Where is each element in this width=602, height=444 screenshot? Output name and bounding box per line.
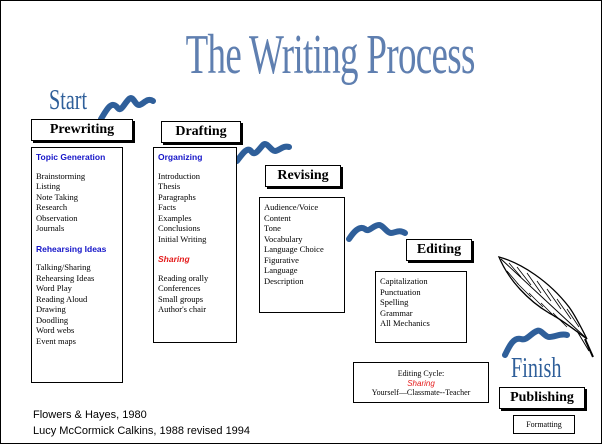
heading-topic-generation: Topic Generation [36, 152, 106, 162]
stage-editing: Editing [406, 239, 472, 261]
list-item: Punctuation [380, 286, 421, 297]
page-title: The Writing Process [185, 24, 476, 86]
editing-box: Capitalization Punctuation Spelling Gram… [375, 271, 467, 343]
list-item: Doodling [36, 314, 69, 325]
list-item: Facts [158, 202, 176, 212]
list-item: Talking/Sharing [36, 262, 91, 272]
publishing-formatting-box: Formatting [513, 415, 575, 434]
list-item: Thesis [158, 181, 181, 191]
list-item: Tone [264, 223, 281, 233]
list-item: Conferences [158, 283, 201, 293]
squiggle-arrow-icon [98, 95, 156, 122]
squiggle-arrow-icon [346, 221, 408, 242]
squiggle-arrow-icon [502, 327, 570, 358]
credit-line-1: Flowers & Hayes, 1980 [33, 409, 147, 421]
list-item: Small groups [158, 293, 204, 304]
revising-box: Audience/Voice Content Tone Vocabulary L… [259, 197, 345, 313]
stage-drafting: Drafting [161, 121, 241, 143]
list-item: Audience/Voice [264, 202, 319, 212]
list-item: Spelling [380, 297, 409, 307]
credit-line-2: Lucy McCormick Calkins, 1988 revised 199… [33, 425, 251, 437]
heading-rehearsing-ideas: Rehearsing Ideas [36, 243, 107, 254]
list-item: All Mechanics [380, 318, 430, 328]
list-item: Observation [36, 212, 78, 223]
list-item: Drawing [36, 304, 66, 314]
heading-organizing: Organizing [158, 152, 203, 162]
list-item: Conclusions [158, 223, 201, 233]
editing-cycle-box: Editing Cycle: Sharing Yourself—Classmat… [353, 362, 489, 403]
start-label: Start [49, 85, 88, 116]
list-item: Language Choice [264, 244, 324, 254]
list-item: Grammar [380, 307, 413, 318]
finish-label: Finish [511, 353, 562, 384]
list-item: Brainstorming [36, 170, 86, 181]
list-item: Initial Writing [158, 233, 207, 244]
list-item: Word webs [36, 325, 75, 335]
list-item: Language [264, 265, 298, 275]
quill-pen-icon [497, 256, 594, 358]
editing-cycle-title: Editing Cycle: [397, 369, 445, 378]
editing-cycle-sharing: Sharing [407, 378, 435, 388]
drafting-box: Organizing Introduction Thesis Paragraph… [153, 147, 237, 343]
list-item: Event maps [36, 335, 76, 346]
editing-cycle-participants: Yourself—Classmate--Teacher [371, 388, 471, 397]
prewriting-box: Topic Generation Brainstorming Listing N… [31, 147, 123, 383]
list-item: Research [36, 202, 68, 212]
list-item: Vocabulary [264, 233, 303, 244]
list-item: Reading orally [158, 272, 209, 283]
list-item: Author's chair [158, 304, 207, 314]
list-item: Reading Aloud [36, 293, 88, 304]
list-item: Listing [36, 181, 61, 191]
list-item: Description [264, 275, 304, 286]
stage-publishing: Publishing [499, 387, 585, 409]
list-item: Introduction [158, 170, 201, 181]
list-item: Rehearsing Ideas [36, 272, 95, 283]
list-item: Examples [158, 212, 192, 223]
stage-prewriting: Prewriting [31, 119, 133, 141]
squiggle-arrow-icon [234, 141, 292, 164]
list-item: Word Play [36, 283, 72, 293]
list-item: Content [264, 212, 291, 223]
stage-revising: Revising [265, 165, 341, 187]
list-item: Note Taking [36, 191, 78, 202]
heading-sharing: Sharing [158, 254, 190, 264]
list-item: Paragraphs [158, 191, 196, 202]
list-item: Journals [36, 223, 65, 233]
list-item: Figurative [264, 254, 299, 265]
list-item: Capitalization [380, 276, 428, 286]
